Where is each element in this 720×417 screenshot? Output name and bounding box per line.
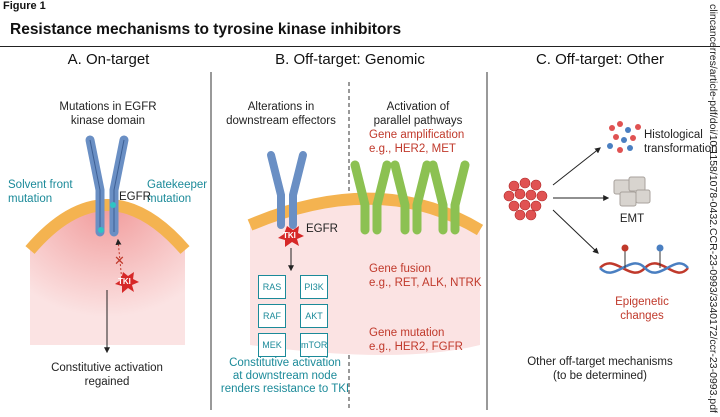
title-divider (0, 46, 720, 47)
panel-c-title: C. Off-target: Other (535, 51, 665, 68)
epigenetic-label: Epigenetic changes (615, 296, 669, 322)
gene-fusion-title: Gene fusion (369, 263, 432, 275)
dna-helix (599, 244, 689, 274)
egfr-label-a: EGFR (119, 191, 151, 203)
egfr-label-b: EGFR (306, 223, 338, 235)
panel-b-title: B. Off-target: Genomic (275, 51, 425, 68)
solvent-front-mutation-dot (98, 227, 104, 233)
tki-burst-a (115, 272, 139, 293)
gene-fusion-examples: e.g., RET, ALK, NTRK (369, 277, 482, 289)
panel-b-right-subtitle: Activation of parallel pathways (373, 101, 463, 127)
tumor-cell-cluster (503, 177, 548, 221)
arrow-to-histology (552, 147, 601, 186)
effector-raf: RAF (258, 304, 286, 328)
effector-akt: AKT (300, 304, 328, 328)
effector-ras: RAS (258, 275, 286, 299)
emt-label: EMT (619, 213, 645, 225)
effector-pi3k: PI3K (300, 275, 328, 299)
gene-amplification-title: Gene amplification (369, 129, 465, 141)
panel-a-cell (25, 199, 190, 345)
svg-text:✕: ✕ (114, 254, 125, 269)
panel-a-title: A. On-target (67, 51, 150, 68)
effector-mtor: mTOR (300, 333, 328, 357)
gene-mutation-title: Gene mutation (369, 327, 445, 339)
gene-amplification-examples: e.g., HER2, MET (369, 143, 456, 155)
panel-b-outcome: Constitutive activation at downstream no… (220, 357, 350, 395)
histology-cells (607, 121, 641, 153)
emt-cells (613, 176, 651, 207)
membrane-a (25, 199, 190, 254)
tki-burst-b (278, 226, 304, 247)
egfr-receptor-a (85, 135, 129, 237)
gatekeeper-mutation-dot (110, 202, 116, 208)
gene-mutation-examples: e.g., HER2, FGFR (369, 341, 463, 353)
figure-label: Figure 1 (3, 0, 46, 12)
download-watermark-text: clincancerres/article-pdf/doi/10.1158/10… (707, 4, 719, 414)
panel-a-subtitle: Mutations in EGFR kinase domain (59, 101, 157, 127)
cytoplasm-a (30, 205, 185, 345)
panel-a-outcome: Constitutive activation regained (51, 362, 163, 388)
tki-label-b: TKI (283, 231, 296, 240)
panel-b-left-subtitle: Alterations in downstream effectors (226, 101, 336, 127)
solvent-front-label: Solvent front mutation (8, 179, 73, 205)
tki-blocked-arrow (115, 238, 123, 283)
arrow-to-epigenetic (552, 209, 599, 254)
other-mechanisms-label: Other off-target mechanisms (to be deter… (527, 356, 673, 382)
egfr-receptor-b (267, 151, 307, 229)
tki-label-a: TKI (118, 277, 131, 286)
effector-mek: MEK (258, 333, 286, 357)
histology-label: Histological transformation (644, 129, 718, 155)
figure-title: Resistance mechanisms to tyrosine kinase… (10, 21, 402, 38)
gatekeeper-label: Gatekeeper mutation (147, 179, 208, 205)
parallel-receptors (350, 160, 470, 235)
